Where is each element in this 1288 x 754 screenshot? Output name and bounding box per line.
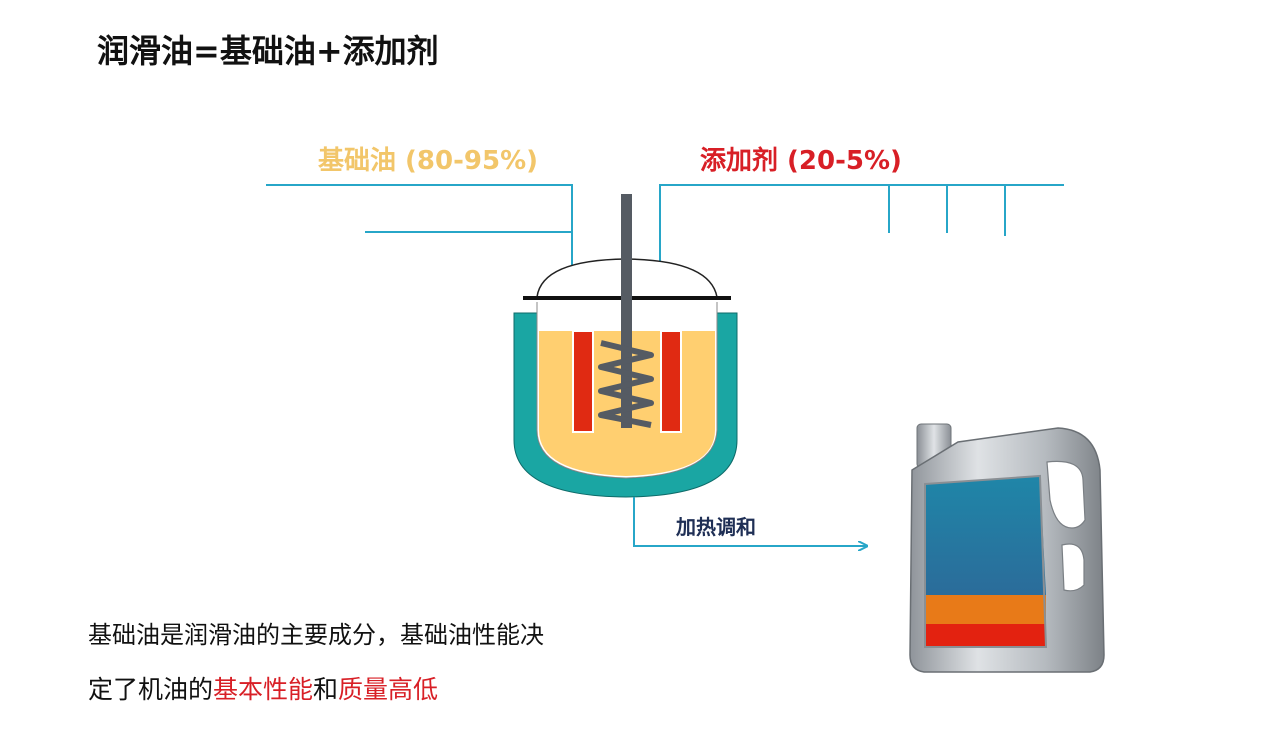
highlight-basic-performance: 基本性能 <box>213 675 314 704</box>
oil-container-icon <box>909 423 1105 673</box>
heater-left <box>572 330 594 433</box>
additive-pipes <box>660 184 1064 288</box>
bottle-handle-hole <box>1046 460 1086 529</box>
additive-label: 添加剂 (20-5%) <box>700 146 902 176</box>
stirrer-helix <box>598 340 654 428</box>
bottle-window-orange <box>925 595 1046 624</box>
base-oil-label: 基础油 (80-95%) <box>318 146 539 176</box>
description-text-1: 定了机油的 <box>88 675 214 704</box>
mixing-tank-icon <box>513 194 738 498</box>
description-text-2: 和 <box>313 675 339 704</box>
bottle-window-blue <box>925 476 1046 595</box>
heater-right <box>660 330 682 433</box>
base-oil-pipe-main <box>266 184 572 288</box>
stirrer-shaft <box>621 194 632 428</box>
page-title: 润滑油=基础油+添加剂 <box>97 32 439 70</box>
additive-pipe-main <box>660 184 1064 288</box>
process-label: 加热调和 <box>676 515 756 539</box>
bottle-side-hole <box>1061 543 1085 592</box>
bottle-window-frame <box>924 474 1048 648</box>
highlight-quality: 质量高低 <box>338 675 439 704</box>
output-pipe <box>633 497 866 546</box>
description-line-1: 基础油是润滑油的主要成分，基础油性能决 <box>88 621 544 649</box>
bottle-window-red <box>925 624 1046 647</box>
description-line-2: 定了机油的基本性能和质量高低 <box>88 670 438 706</box>
base-oil-pipes <box>266 184 572 288</box>
